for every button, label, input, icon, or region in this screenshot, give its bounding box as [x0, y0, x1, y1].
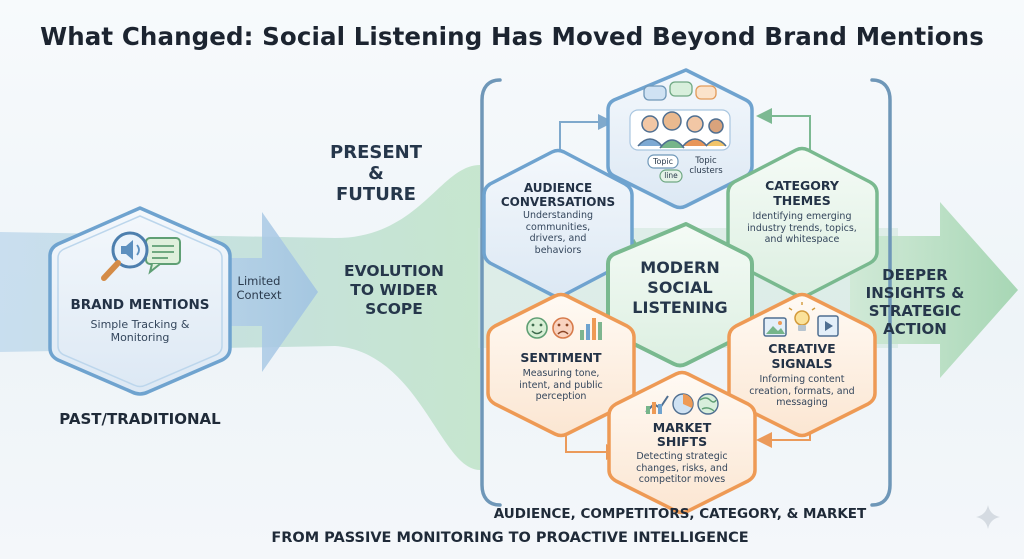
market-description: Detecting strategic changes, risks, and …	[636, 451, 728, 485]
megaphone-icon	[145, 237, 181, 275]
audience-hexagon	[482, 148, 634, 299]
limited-context-label: Limited Context	[236, 274, 282, 302]
creative-description: Informing content creation, formats, and…	[749, 374, 855, 408]
category-heading: CATEGORY THEMES	[765, 178, 839, 208]
bar-chart-icon	[580, 318, 602, 340]
present-future-label: PRESENT & FUTURE	[330, 142, 422, 205]
audience-heading: AUDIENCE CONVERSATIONS	[500, 181, 616, 209]
market-heading: MARKET SHIFTS	[652, 420, 712, 449]
sentiment-description: Measuring tone, intent, and public perce…	[519, 368, 603, 402]
chat-bubble-icon	[643, 81, 717, 101]
pie-chart-icon	[672, 393, 694, 415]
past-traditional-caption: PAST/TRADITIONAL	[59, 410, 221, 428]
modern-listening-heading: MODERN SOCIAL LISTENING	[632, 258, 728, 317]
modern-listening-hexagon	[606, 222, 754, 368]
scope-caption: AUDIENCE, COMPETITORS, CATEGORY, & MARKE…	[493, 506, 867, 522]
image-icon	[763, 317, 787, 337]
past-arrow	[190, 212, 318, 372]
lightbulb-icon	[788, 302, 816, 331]
sentiment-hexagon	[486, 292, 636, 438]
globe-icon	[697, 393, 719, 415]
outcome-label: DEEPER INSIGHTS & STRATEGIC ACTION	[865, 266, 965, 338]
sad-face-icon	[552, 317, 574, 339]
arrow-category-to-topics	[756, 108, 811, 152]
brand-mentions-heading: BRAND MENTIONS	[70, 297, 210, 313]
sentiment-heading: SENTIMENT	[520, 350, 602, 365]
line-chart-icon	[645, 395, 669, 414]
market-hexagon	[607, 370, 757, 515]
left-bracket	[480, 78, 502, 507]
arrow-audience-to-topics	[559, 114, 614, 152]
smiley-face-icon	[526, 317, 548, 339]
audience-description: Understanding communities, drivers, and …	[523, 210, 593, 256]
topic-tag-2: line	[664, 171, 678, 180]
brand-mentions-hexagon	[48, 206, 232, 396]
magnifier-icon	[101, 231, 149, 281]
topic-tags	[647, 154, 683, 183]
evolution-label: EVOLUTION TO WIDER SCOPE	[344, 262, 444, 318]
sparkle-icon	[976, 505, 1000, 529]
creative-heading: CREATIVE SIGNALS	[768, 341, 836, 371]
topic-tag-1: Topic	[652, 157, 674, 166]
brand-mentions-description: Simple Tracking & Monitoring	[90, 318, 190, 344]
footer-caption: FROM PASSIVE MONITORING TO PROACTIVE INT…	[271, 530, 749, 546]
video-icon	[817, 315, 839, 337]
topic-clusters-label: Topic clusters	[689, 156, 723, 176]
outcome-arrow	[850, 202, 1018, 378]
right-bracket	[870, 78, 892, 507]
people-icon	[629, 109, 731, 151]
category-description: Identifying emerging industry trends, to…	[747, 211, 857, 245]
page-title: What Changed: Social Listening Has Moved…	[40, 22, 984, 51]
